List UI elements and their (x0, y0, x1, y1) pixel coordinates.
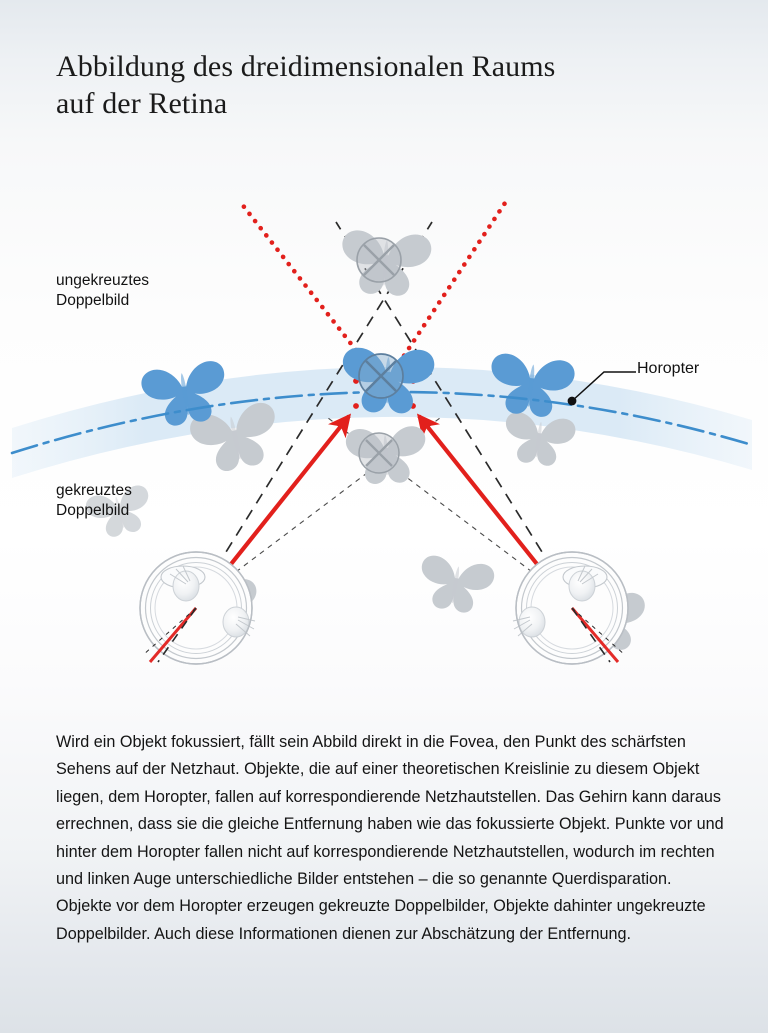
butterfly-gray (415, 553, 497, 617)
title-line-2: auf der Retina (56, 87, 228, 120)
page-title: Abbildung des dreidimensionalen Raums au… (56, 48, 696, 122)
label-uncrossed-double-image: ungekreuztes Doppelbild (56, 271, 149, 311)
body-copy: Wird ein Objekt fokussiert, fällt sein A… (56, 729, 728, 948)
title-line-1: Abbildung des dreidimensionalen Raums (56, 50, 556, 83)
label-crossed-line-1: gekreuztes (56, 482, 132, 499)
butterfly-fixated (341, 347, 435, 415)
label-horopter: Horopter (637, 360, 700, 377)
label-uncrossed-line-2: Doppelbild (56, 292, 130, 309)
retinal-sight-lines (142, 607, 626, 663)
fixation-marker-focus (358, 353, 404, 399)
fixation-marker-crossed (358, 432, 400, 474)
retinal-rays (148, 607, 620, 663)
eye-right (512, 551, 629, 665)
diagram-figure (0, 150, 768, 710)
disparity-dots (353, 378, 416, 409)
label-crossed-line-2: Doppelbild (56, 502, 130, 519)
butterfly-uncrossed (339, 229, 433, 298)
eye-left (139, 551, 256, 665)
body-paragraph: Wird ein Objekt fokussiert, fällt sein A… (56, 733, 724, 943)
fixation-marker-uncrossed (356, 237, 402, 283)
butterfly-crossed (345, 425, 428, 486)
label-crossed-double-image: gekreuztes Doppelbild (56, 481, 132, 521)
horopter-leader (567, 371, 636, 406)
label-uncrossed-line-1: ungekreuztes (56, 272, 150, 289)
